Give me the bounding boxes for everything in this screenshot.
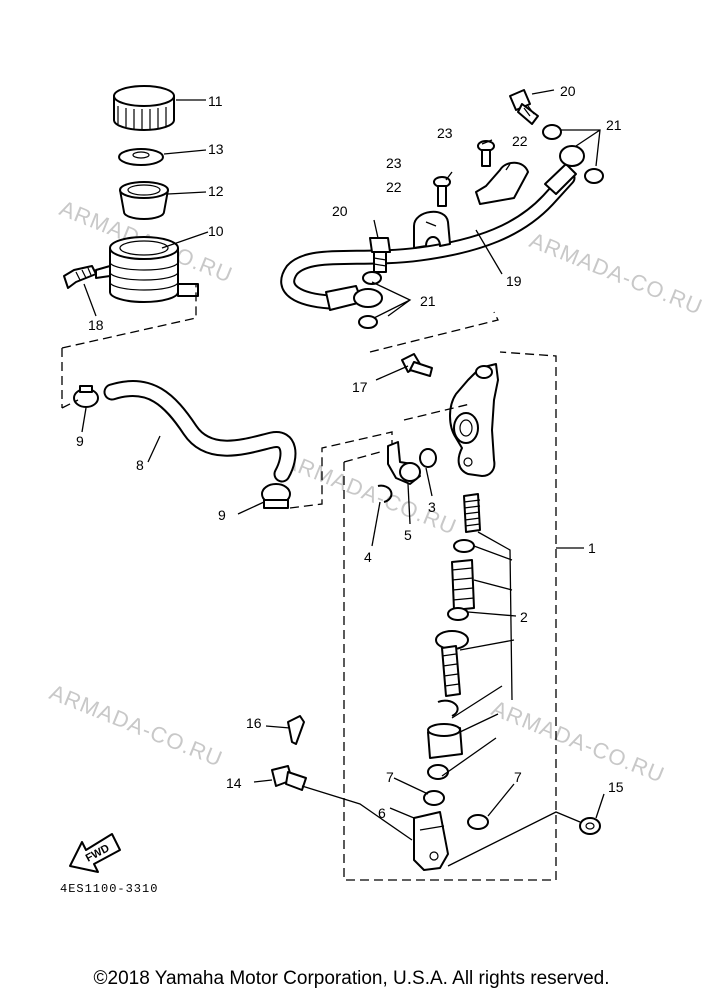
watermark-4: ARMADA-CO.RU — [46, 679, 226, 771]
callout-9-lower: 9 — [218, 507, 226, 523]
hose-clamp-9-lower — [261, 483, 291, 509]
hose-holder-22-left — [413, 210, 451, 249]
hose-clamp-9-upper — [73, 385, 99, 408]
callout-15: 15 — [608, 779, 624, 795]
callout-18: 18 — [88, 317, 104, 333]
diaphragm-13 — [118, 148, 164, 166]
washer-15 — [579, 817, 601, 835]
callout-20-left: 20 — [332, 203, 348, 219]
circlip-4 — [377, 484, 393, 503]
callout-7-right: 7 — [514, 769, 522, 785]
screw-23-right — [477, 140, 495, 167]
leader-lines — [81, 89, 605, 867]
callout-12: 12 — [208, 183, 224, 199]
nuts-7 — [423, 790, 489, 830]
bolt-18 — [63, 265, 97, 289]
fwd-arrow: FWD — [69, 833, 121, 873]
reservoir-tank-10 — [95, 236, 199, 303]
callout-11: 11 — [208, 93, 223, 109]
master-cylinder-body — [449, 363, 499, 477]
spring — [463, 493, 481, 533]
cotter-pin-16 — [287, 715, 305, 745]
callout-19: 19 — [506, 273, 522, 289]
screw-23-left — [433, 176, 451, 207]
callout-6: 6 — [378, 805, 386, 821]
callout-22-right: 22 — [512, 133, 528, 149]
callout-8: 8 — [136, 457, 144, 473]
callout-13: 13 — [208, 141, 224, 157]
callout-14: 14 — [226, 775, 242, 791]
callout-17: 17 — [352, 379, 368, 395]
callout-20-right: 20 — [560, 83, 576, 99]
diaphragm-holder-12 — [119, 181, 169, 220]
callout-22-left: 22 — [386, 179, 402, 195]
callout-1: 1 — [588, 540, 596, 556]
callout-23-left: 23 — [386, 155, 402, 171]
hose-holder-22-right — [475, 161, 529, 205]
bolt-17 — [401, 353, 433, 377]
callout-16: 16 — [246, 715, 262, 731]
callout-4: 4 — [364, 549, 372, 565]
union-bolt-20-left — [369, 237, 391, 273]
watermark-2: ARMADA-CO.RU — [526, 227, 703, 319]
callout-numbers: 11 13 12 10 18 9 8 9 20 21 23 22 23 22 2… — [76, 83, 624, 821]
callout-10: 10 — [208, 223, 224, 239]
copyright-notice: ©2018 Yamaha Motor Corporation, U.S.A. A… — [93, 968, 610, 989]
gaskets-21 — [358, 124, 604, 329]
callout-7-left: 7 — [386, 769, 394, 785]
callout-3: 3 — [428, 499, 436, 515]
drawing-code: 4ES1100-3310 — [60, 882, 158, 896]
union-bolt-20-right — [509, 89, 539, 125]
brake-hose-19 — [280, 145, 585, 311]
watermark-3: ARMADA-CO.RU — [280, 447, 460, 539]
callout-21-right: 21 — [606, 117, 622, 133]
callout-21-left: 21 — [420, 293, 436, 309]
o-ring-3 — [419, 448, 437, 468]
callout-5: 5 — [404, 527, 412, 543]
assembly-outlines — [61, 284, 557, 881]
callout-2: 2 — [520, 609, 528, 625]
piston-parts — [427, 539, 475, 780]
reservoir-cap-11 — [113, 85, 175, 131]
hose-8 — [103, 380, 297, 483]
hose-joint-5 — [387, 441, 421, 485]
callout-23-right: 23 — [437, 125, 453, 141]
pin-14 — [271, 765, 307, 791]
clevis-6 — [413, 811, 449, 871]
callout-9-upper: 9 — [76, 433, 84, 449]
